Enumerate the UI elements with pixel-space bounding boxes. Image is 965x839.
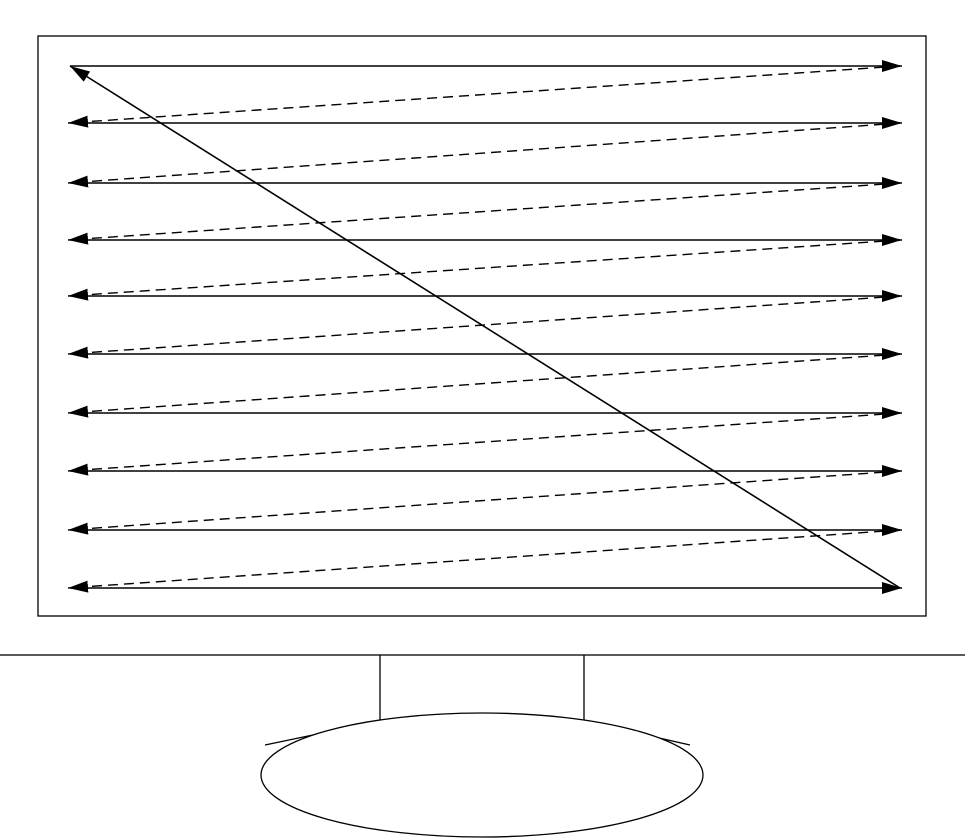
retrace-line-9 — [67, 529, 901, 593]
scan-lines-group — [67, 60, 902, 594]
retrace-line-8 — [67, 470, 901, 535]
retrace-line-3 — [67, 182, 901, 245]
retrace-line-6 — [67, 353, 901, 418]
vertical-retrace-arrow — [69, 65, 901, 589]
retrace-line-4 — [67, 239, 901, 301]
retrace-line-1 — [67, 65, 901, 128]
retrace-line-7 — [67, 412, 901, 476]
retrace-line-5 — [67, 295, 901, 359]
monitor-base — [260, 712, 704, 838]
retrace-line-2 — [67, 122, 901, 188]
